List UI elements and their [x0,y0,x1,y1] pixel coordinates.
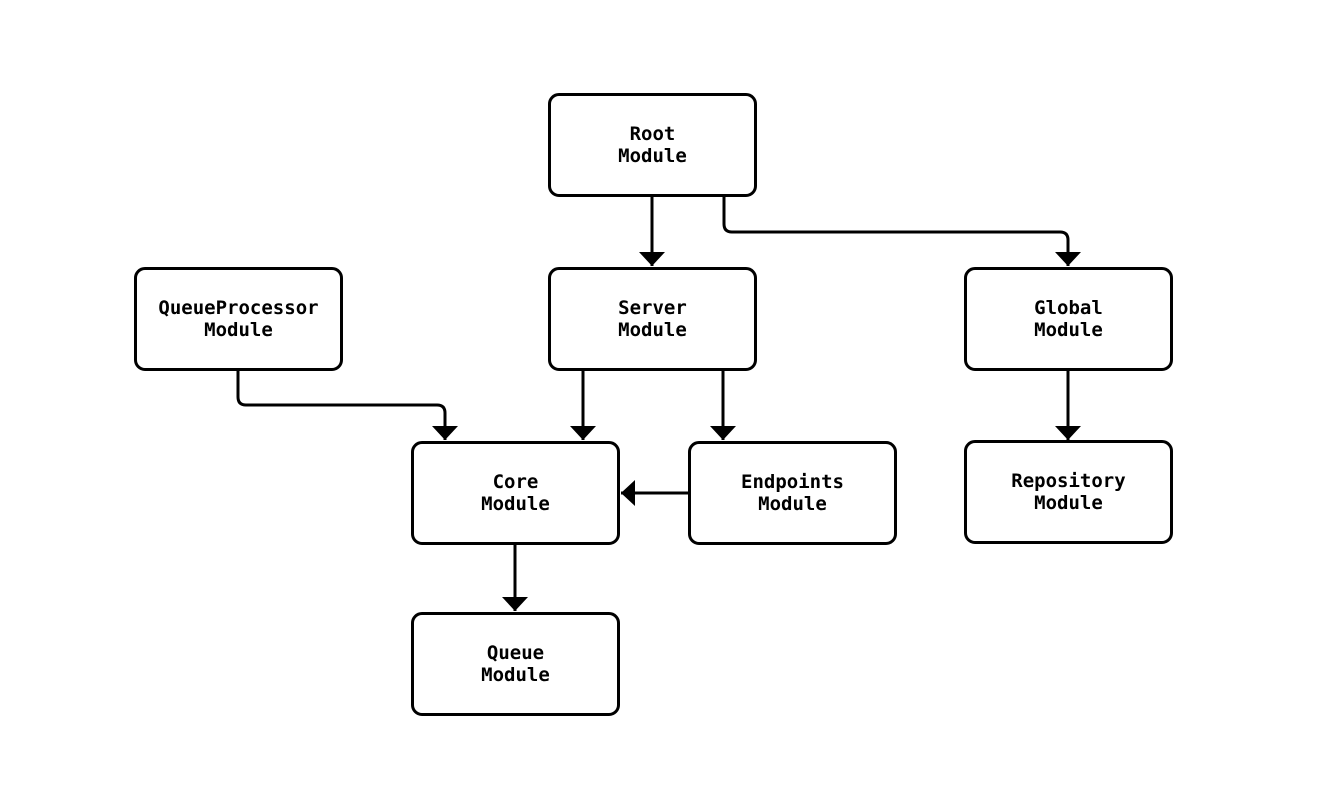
node-core-module-label: Core Module [481,471,550,515]
edge-root-to-global [722,197,1081,266]
node-endpoints-module-label: Endpoints Module [741,471,844,515]
node-root-module-label: Root Module [618,123,687,167]
node-repository-module-label: Repository Module [1011,470,1126,514]
node-global-module: Global Module [964,267,1173,371]
node-global-module-label: Global Module [1034,297,1103,341]
node-endpoints-module: Endpoints Module [688,441,897,545]
node-queue-processor-module-label: QueueProcessor Module [158,297,319,341]
node-server-module-label: Server Module [618,297,687,341]
node-queue-processor-module: QueueProcessor Module [134,267,343,371]
node-core-module: Core Module [411,441,620,545]
node-queue-module-label: Queue Module [481,642,550,686]
edge-queueprocessor-to-core [236,371,458,440]
node-repository-module: Repository Module [964,440,1173,544]
node-root-module: Root Module [548,93,757,197]
node-server-module: Server Module [548,267,757,371]
node-queue-module: Queue Module [411,612,620,716]
